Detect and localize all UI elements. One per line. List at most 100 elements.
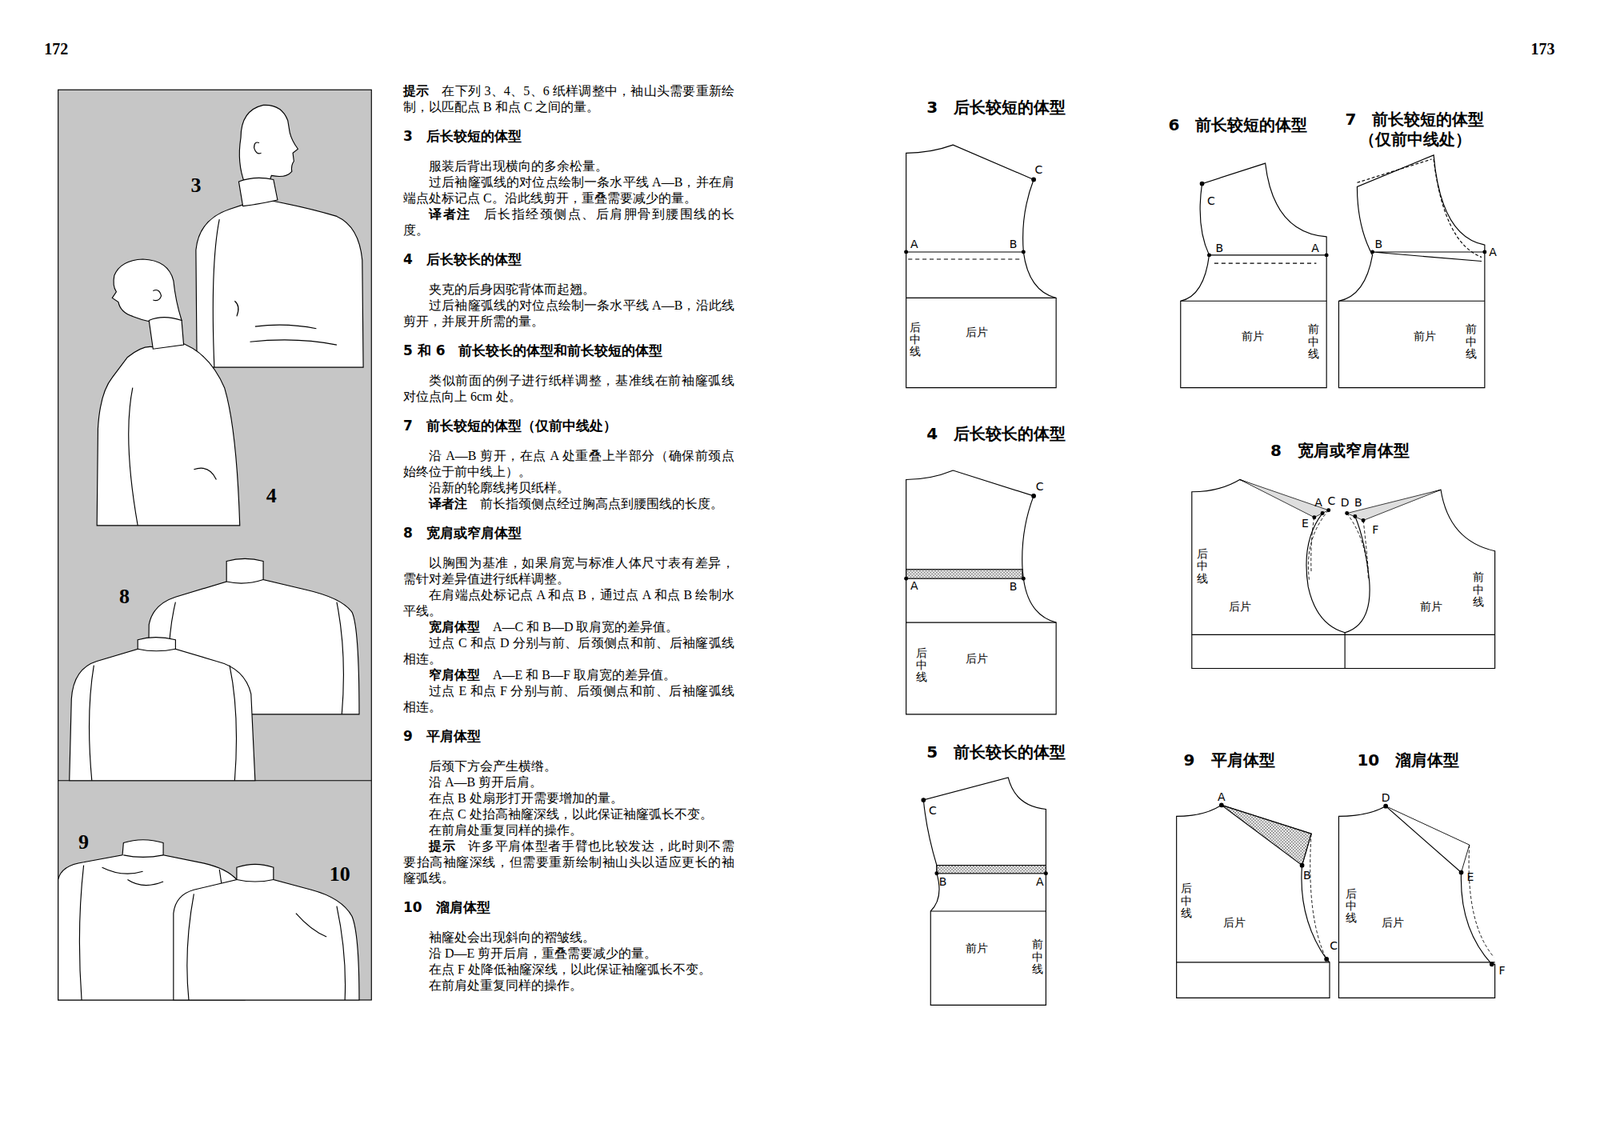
paragraph: 袖窿处会出现斜向的褶皱线。 (403, 929, 735, 946)
section-heading: 7 前长较短的体型（仅前中线处） (403, 417, 735, 434)
collar (238, 177, 277, 206)
lead-word: 译者注 (428, 496, 468, 512)
heading-text: 7 前长较短的体型（仅前中线处） (403, 417, 617, 434)
point-dot (1044, 872, 1048, 876)
page-number: 173 (1531, 40, 1556, 59)
figure-heading: 5 前长较长的体型 (926, 741, 1066, 764)
point-dot (1320, 512, 1324, 516)
piece-label: 后片 (965, 652, 988, 667)
piece-label: 后中线 (1196, 548, 1208, 585)
seam (187, 879, 346, 1000)
text-column: 提示在下列 3、4、5、6 纸样调整中，袖山头需要重新绘制，以匹配点 B 和点 … (403, 83, 735, 994)
body-text: 服装后背出现横向的多余松量。 (428, 159, 608, 173)
shoulder-wedge (1347, 489, 1441, 520)
shoulder-wedge (1240, 479, 1329, 517)
seam (89, 648, 237, 781)
drawing (58, 89, 1496, 1005)
paragraph: 提示在下列 3、4、5、6 纸样调整中，袖山头需要重新绘制，以匹配点 B 和点 … (403, 83, 735, 116)
piece-label: 后中线 (916, 647, 928, 684)
pattern-piece: 后中线后片 (1176, 804, 1330, 998)
piece-label: 后中线 (909, 321, 921, 359)
paragraph: 在点 C 处抬高袖窿深线，以此保证袖窿弧长不变。 (403, 806, 735, 823)
paragraph: 在肩端点处标记点 A 和点 B，通过点 A 和点 B 绘制水平线。 (403, 587, 735, 620)
point-letter: A (1217, 790, 1226, 804)
dashed-line (1468, 844, 1494, 957)
ear (254, 142, 262, 154)
point-dot (1300, 863, 1304, 868)
point-dot (1021, 250, 1025, 254)
body-text: 沿新的轮廓线拷贝纸样。 (428, 480, 570, 495)
body-text: 后颈下方会产生横绺。 (428, 759, 557, 773)
hatched-band (936, 865, 1046, 874)
body-text: 沿 A—B 剪开后肩。 (428, 775, 543, 789)
dashed-line (1214, 263, 1317, 264)
dashed-line (1308, 510, 1368, 580)
pattern-outline (1176, 804, 1330, 998)
piece-label: 前片 (1413, 329, 1436, 344)
guide-line (906, 621, 1057, 623)
figure-heading: 7 前长较短的体型 （仅前中线处） (1340, 109, 1489, 150)
heading-text: 4 后长较长的体型 (403, 251, 522, 268)
jacket-body (69, 637, 256, 781)
lead-word: 提示 (403, 83, 429, 99)
figure-heading: 6 前长较短的体型 (1168, 113, 1308, 136)
paragraph: 提示许多平肩体型者手臂也比较发达，此时则不需要抬高袖窿深线，但需要重新绘制袖山头… (403, 838, 735, 887)
body-text: 过后袖窿弧线的对位点绘制一条水平线 A—B，并在肩端点处标记点 C。沿此线剪开，… (403, 175, 735, 205)
hatched-wedge (1221, 804, 1312, 865)
point-letter: A (910, 579, 919, 592)
point-dot (1312, 516, 1316, 520)
paragraph: 过点 C 和点 D 分别与前、后颈侧点和前、后袖窿弧线相连。 (403, 635, 735, 668)
paragraph: 在点 B 处扇形打开需要增加的量。 (403, 790, 735, 807)
ear (152, 289, 161, 300)
piece-label: 前中线 (1472, 571, 1484, 608)
pattern-10 (1338, 804, 1495, 998)
collar (148, 317, 184, 350)
wrinkle (234, 300, 337, 345)
point-letter: A (1488, 245, 1497, 259)
point-letter: E (1301, 516, 1309, 530)
figure-panel: 348910 (58, 89, 372, 1000)
paragraph: 过后袖窿弧线的对位点绘制一条水平线 A—B，沿此线剪开，并展开所需的量。 (403, 297, 735, 330)
heading-text: 10 溜肩体型 (403, 899, 491, 916)
paragraph: 过后袖窿弧线的对位点绘制一条水平线 A—B，并在肩端点处标记点 C。沿此线剪开，… (403, 174, 735, 207)
pattern-piece: 后中线后片 (1339, 806, 1496, 999)
point-letter: D (1381, 791, 1391, 804)
paragraph: 沿 A—B 剪开，在点 A 处重叠上半部分（确保前颈点始终位于前中线上）。 (403, 448, 735, 480)
piece-label: 前中线 (1308, 323, 1320, 360)
paragraph: 在前肩处重复同样的操作。 (403, 977, 735, 994)
lead-word: 提示 (428, 838, 456, 854)
piece-label: 后中线 (1345, 888, 1357, 925)
dashed-line (1356, 159, 1482, 257)
point-letter: B (1009, 237, 1018, 251)
pattern-7 (1338, 155, 1486, 388)
paragraph: 后颈下方会产生横绺。 (403, 758, 735, 775)
point-dot (1021, 576, 1025, 580)
point-dot (1353, 514, 1357, 518)
heading-text: 5 和 6 前长较长的体型和前长较短的体型 (403, 342, 664, 359)
body-text: 沿 A—B 剪开，在点 A 处重叠上半部分（确保前颈点始终位于前中线上）。 (403, 448, 735, 479)
point-dot (904, 250, 908, 254)
body-text: 在点 F 处降低袖窿深线，以此保证袖窿弧长不变。 (428, 962, 712, 976)
point-dot (921, 798, 926, 803)
paragraph: 译者注后长指经颈侧点、后肩胛骨到腰围线的长度。 (403, 206, 735, 239)
point-letter: C (1329, 939, 1338, 952)
body-text: 袖窿处会出现斜向的褶皱线。 (428, 930, 596, 944)
lead-word: 窄肩体型 (428, 667, 480, 683)
guide-line (1180, 255, 1327, 301)
point-letter: B (1215, 241, 1224, 255)
panel-ground (58, 89, 372, 1000)
point-dot (1327, 508, 1331, 512)
paragraph: 夹克的后身因驼背体而起翘。 (403, 281, 735, 298)
point-dot (1361, 519, 1365, 523)
point-letter: B (1354, 496, 1363, 509)
point-dot (1032, 494, 1036, 499)
pattern-piece: 前片前中线 (1180, 163, 1327, 388)
guide-line (1176, 961, 1330, 963)
figure-shoulder-width (69, 558, 360, 780)
figure-heading: 9 平肩体型 (1184, 749, 1276, 772)
callout-number: 10 (329, 862, 351, 887)
point-dot (1459, 870, 1464, 875)
page-number: 172 (44, 40, 68, 59)
